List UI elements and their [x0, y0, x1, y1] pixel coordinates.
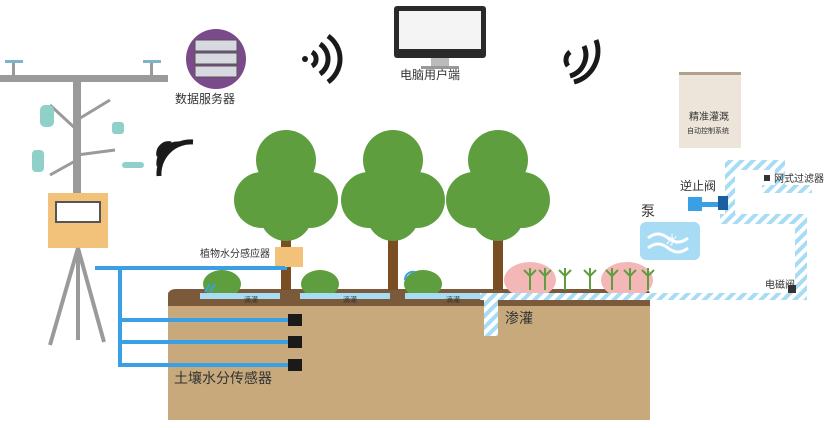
weather-station-icon: [0, 60, 168, 346]
pump-label: 泵: [641, 204, 655, 220]
bush: [203, 270, 442, 298]
solenoid-valve-label: 电磁阀: [765, 280, 795, 291]
soil-moisture-sensor-label: 土壤水分传感器: [174, 371, 272, 387]
server-icon: [186, 29, 246, 89]
wifi-icon: [302, 33, 343, 85]
plant-sensor-box: [275, 247, 303, 267]
pc-client-label: 电脑用户端: [400, 68, 461, 82]
check-valve-label: 逆止阀: [680, 179, 717, 193]
control-cabinet: [679, 72, 741, 148]
water-label: 水: [666, 233, 679, 247]
data-server-label: 数据服务器: [175, 92, 236, 106]
water-tank: [640, 222, 700, 260]
drip-label: 滴灌: [244, 296, 258, 304]
supply-pipe: [480, 160, 812, 336]
tree: [446, 130, 550, 290]
drip-line: [200, 270, 485, 299]
tree: [234, 130, 338, 290]
plant-moisture-sensor-label: 植物水分感应器: [200, 249, 270, 260]
monitor-icon: [394, 6, 486, 69]
tree: [341, 130, 445, 290]
drip-label: 滴灌: [446, 296, 460, 304]
wifi-icon: [563, 39, 601, 85]
seepage-irrigation-label: 渗灌: [505, 311, 533, 327]
drip-label: 滴灌: [343, 296, 357, 304]
soil-sensor-probe: [288, 314, 302, 371]
precision-irrigation-label: 精准灌溉: [689, 112, 729, 123]
mesh-filter-label: 网式过滤器: [774, 174, 824, 185]
valve-icon: [718, 175, 796, 293]
wifi-icon: [156, 139, 194, 177]
sensor-cables: [95, 266, 290, 367]
seedlings: [523, 268, 655, 290]
pump-icon: [688, 197, 722, 211]
auto-control-system-label: 自动控制系统: [687, 127, 729, 135]
soil-block: [168, 289, 650, 420]
